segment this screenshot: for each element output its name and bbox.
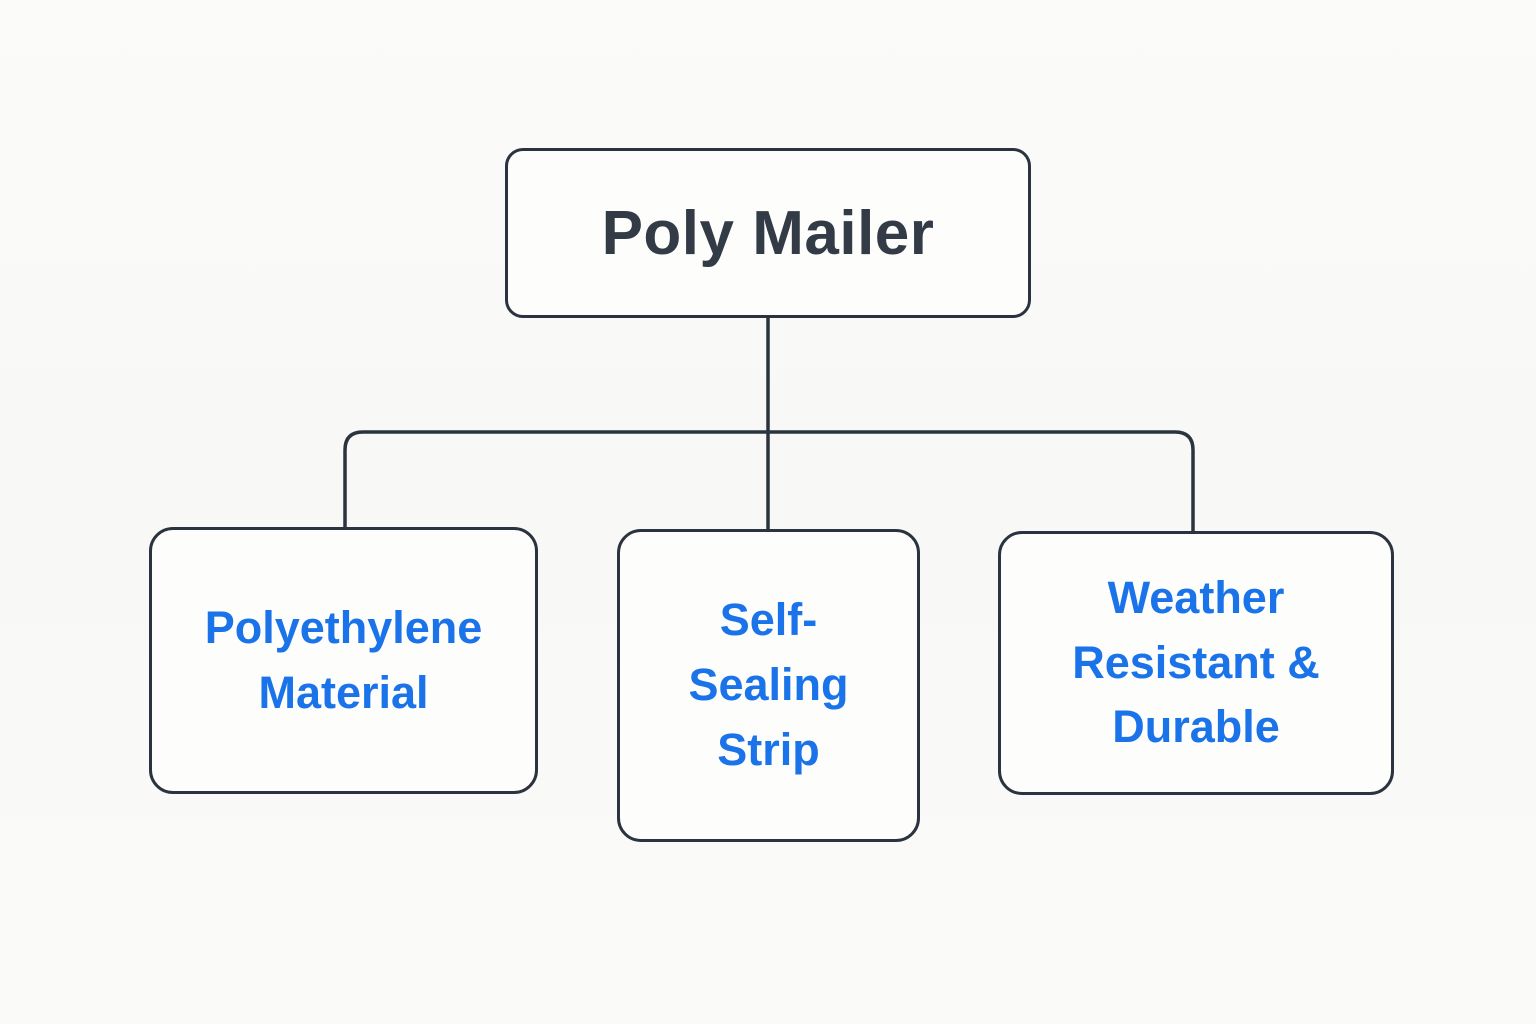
connector-bracket bbox=[343, 430, 1195, 533]
node-poly-mailer-label: Poly Mailer bbox=[601, 198, 935, 268]
node-self-sealing-strip-label: Self- Sealing Strip bbox=[688, 594, 849, 775]
node-self-sealing-strip: Self- Sealing Strip bbox=[617, 529, 920, 842]
node-weather-resistant-durable: Weather Resistant & Durable bbox=[998, 531, 1394, 795]
node-poly-mailer: Poly Mailer bbox=[505, 148, 1031, 318]
node-weather-resistant-durable-label: Weather Resistant & Durable bbox=[1072, 571, 1320, 753]
node-polyethylene-material-label: Polyethylene Material bbox=[204, 601, 483, 718]
node-polyethylene-material: Polyethylene Material bbox=[149, 527, 538, 794]
